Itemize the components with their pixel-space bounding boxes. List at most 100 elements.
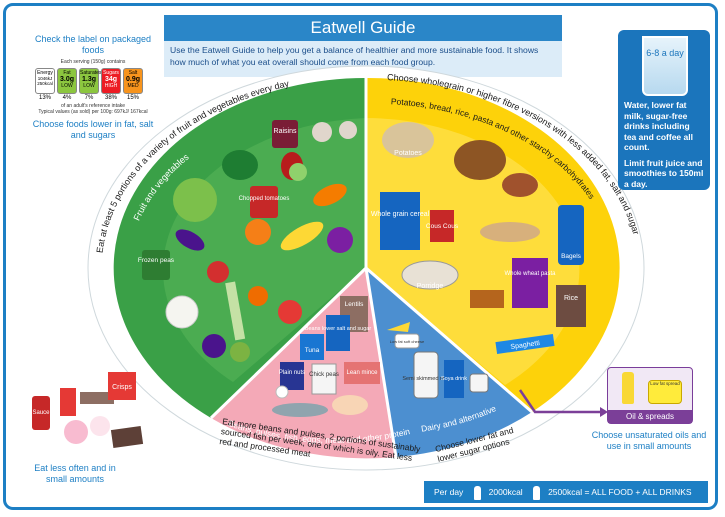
oil-advice: Choose unsaturated oils and use in small… xyxy=(591,430,707,451)
traffic-light-energy: Energy 1046kJ 250kcal xyxy=(35,68,55,94)
egg-icon xyxy=(275,385,289,399)
crisps-pack-icon xyxy=(108,372,136,400)
chicken-icon xyxy=(332,395,368,415)
yoghurt-pot-icon xyxy=(469,373,489,393)
tomato-icon xyxy=(207,261,229,283)
spaghetti-label: Spaghetti xyxy=(510,340,541,351)
male-icon xyxy=(533,485,541,500)
potatoes-icon xyxy=(382,122,434,158)
wholegrain-cereal-label: Whole grain cereal xyxy=(371,211,430,218)
traffic-light-percentages: 13% 4% 7% 38% 15% xyxy=(35,95,154,101)
wholewheat-pasta-label: Whole wheat pasta xyxy=(504,271,556,277)
oil-spreads-panel: Low fat spread Oil & spreads xyxy=(607,367,693,424)
oil-bottle-icon xyxy=(622,372,634,404)
beans-label: Beans lower salt and sugar xyxy=(305,326,372,332)
chopped-tomatoes-label: Chopped tomatoes xyxy=(239,196,290,202)
eat-less-text: Eat less often and in small amounts xyxy=(34,463,116,484)
sauce-label: Sauce xyxy=(32,410,50,416)
leek-icon xyxy=(225,281,246,341)
onion-icon xyxy=(327,227,353,253)
strawberry-icon xyxy=(278,300,302,324)
divider xyxy=(364,267,398,458)
banana-icon xyxy=(280,221,324,251)
soft-cheese-label: Low fat soft cheese xyxy=(390,339,425,344)
chick-peas-label: Chick peas xyxy=(309,372,339,378)
porridge-label: Porridge xyxy=(417,283,444,290)
drink-can-icon xyxy=(60,388,76,416)
bagels-label: Bagels xyxy=(561,253,582,260)
traffic-light-salt: Salt 0.9g MED xyxy=(123,68,143,94)
pct-saturates: 7% xyxy=(84,95,94,101)
porridge-bowl-icon xyxy=(401,260,459,290)
rice-label: Rice xyxy=(564,295,578,302)
cous-cous-box-icon xyxy=(430,210,454,242)
pct-fat: 4% xyxy=(62,95,72,101)
plain-nuts-pack-icon xyxy=(280,362,304,390)
water-panel: 6-8 a day Water, lower fat milk, sugar-f… xyxy=(618,30,710,190)
crisps-label: Crisps xyxy=(112,384,132,391)
female-kcal: 2000kcal xyxy=(488,487,523,497)
page-title: Eatwell Guide xyxy=(164,15,562,41)
raisins-label: Raisins xyxy=(274,128,297,135)
cabbage-icon xyxy=(173,178,217,222)
cheese-icon xyxy=(387,322,410,332)
lentils-label: Lentils xyxy=(345,301,365,308)
frozen-peas-label: Frozen peas xyxy=(138,257,175,264)
soya-drink-carton-icon xyxy=(444,360,464,398)
spaghetti-pack-icon xyxy=(495,334,555,354)
spread-tub-icon: Low fat spread xyxy=(648,380,682,404)
tortilla-icon xyxy=(480,222,540,242)
per-day-label: Per day xyxy=(434,487,464,497)
chopped-tomatoes-tin-icon xyxy=(250,186,278,218)
fruit-veg-inner xyxy=(162,118,366,382)
bread-loaf-icon xyxy=(454,140,506,180)
aubergine-icon xyxy=(175,229,205,251)
male-kcal: 2500kcal = ALL FOOD + ALL DRINKS xyxy=(548,487,692,497)
page-frame xyxy=(3,3,718,510)
potatoes-label: Potatoes xyxy=(394,150,422,157)
glass-label: 6-8 a day xyxy=(646,48,684,58)
mushroom-icon xyxy=(312,122,332,142)
pear-icon xyxy=(230,342,250,362)
water-text-2: Limit fruit juice and smoothies to 150ml… xyxy=(624,157,704,189)
wholegrain-cereal-box-icon xyxy=(380,192,420,250)
broccoli-icon xyxy=(222,150,258,180)
grapes-icon xyxy=(202,334,226,358)
fruit-veg-foods: Raisins Chopped tomatoes Frozen peas xyxy=(138,120,357,362)
tuna-tin-icon xyxy=(300,334,324,360)
oil-connector xyxy=(518,389,600,414)
mushroom-icon xyxy=(339,121,357,139)
protein-foods: Lentils Beans lower salt and sugar Tuna … xyxy=(272,296,380,417)
fish-icon xyxy=(272,403,328,417)
frozen-peas-pack-icon xyxy=(142,250,170,280)
per-day-bar: Per day 2000kcal 2500kcal = ALL FOOD + A… xyxy=(424,481,708,503)
cupcake-icon xyxy=(64,420,88,444)
cous-cous-label: Cous Cous xyxy=(426,223,459,230)
lean-mince-label: Lean mince xyxy=(346,370,378,376)
milk-label: Semi skimmed milk xyxy=(402,376,450,382)
pct-salt: 15% xyxy=(126,95,139,101)
label-panel-title: Check the label on packaged foods xyxy=(34,34,152,55)
pepper-icon xyxy=(245,219,271,245)
low-fat-spread-label: Low fat spread xyxy=(650,381,680,386)
cucumber-icon xyxy=(289,163,307,181)
pct-energy: 13% xyxy=(38,95,51,101)
cauliflower-icon xyxy=(165,295,199,329)
raisins-pack-icon xyxy=(272,120,298,148)
divider xyxy=(365,266,533,414)
traffic-light-fat: Fat 3.0g LOW xyxy=(57,68,77,94)
typical-values-text: Typical values (as sold) per 100g: 697kJ… xyxy=(38,109,148,115)
glass-icon: 6-8 a day xyxy=(642,36,688,96)
starchy-foods: Potatoes Whole grain cereal Cous Cous Po… xyxy=(371,122,586,354)
dairy-foods: Low fat soft cheese Semi skimmed milk So… xyxy=(387,322,489,399)
traffic-light-grid: Energy 1046kJ 250kcal Fat 3.0g LOW Satur… xyxy=(35,68,154,94)
traffic-light-saturates: Saturates 1.3g LOW xyxy=(79,68,101,94)
arrow-icon xyxy=(600,407,608,417)
wholewheat-pasta-pack-icon xyxy=(512,258,548,308)
eat-less-foods: Sauce Crisps xyxy=(32,372,144,449)
oil-spreads-tag: Oil & spreads xyxy=(608,410,692,423)
sauce-bottle-icon xyxy=(32,396,50,430)
traffic-light-sugars: Sugars 34g HIGH xyxy=(101,68,121,94)
rice-bag-icon xyxy=(556,285,586,327)
